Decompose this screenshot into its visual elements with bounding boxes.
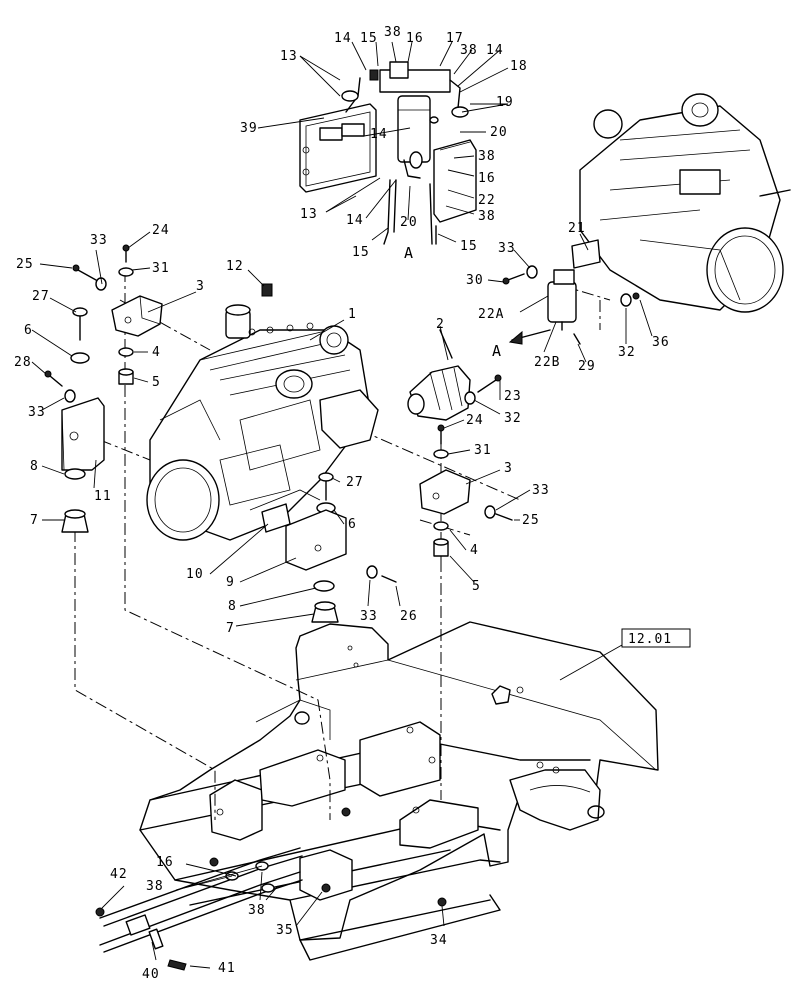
label-40: 40 xyxy=(142,967,160,982)
label-34: 34 xyxy=(430,933,448,948)
frame-nuts xyxy=(95,807,447,917)
label-25: 25 xyxy=(16,257,34,272)
label-32: 32 xyxy=(504,411,522,426)
label-6: 6 xyxy=(348,517,357,532)
label-22: 22 xyxy=(478,193,496,208)
left-mount-bracket xyxy=(44,244,273,533)
fuel-lines xyxy=(99,847,303,971)
label-33: 33 xyxy=(532,483,550,498)
label-13: 13 xyxy=(300,207,318,222)
starter-motor xyxy=(407,329,471,421)
label-14: 14 xyxy=(370,127,388,142)
label-28: 28 xyxy=(14,355,32,370)
label-7: 7 xyxy=(226,621,235,636)
reference-label: 12.01 xyxy=(628,632,672,647)
label-8: 8 xyxy=(30,459,39,474)
label-4: 4 xyxy=(152,345,161,360)
label-29: 29 xyxy=(578,359,596,374)
label-20: 20 xyxy=(400,215,418,230)
chassis-frame xyxy=(139,621,659,961)
label-15: 15 xyxy=(352,245,370,260)
label-22A: 22A xyxy=(478,307,504,322)
leader-lines xyxy=(31,41,653,969)
label-18: 18 xyxy=(510,59,528,74)
label-5: 5 xyxy=(472,579,481,594)
label-16: 16 xyxy=(156,855,174,870)
label-24: 24 xyxy=(466,413,484,428)
label-8: 8 xyxy=(228,599,237,614)
label-14: 14 xyxy=(334,31,352,46)
right-mount-bracket xyxy=(261,374,513,623)
label-31: 31 xyxy=(474,443,492,458)
label-1: 1 xyxy=(348,307,357,322)
label-21: 21 xyxy=(568,221,586,236)
label-5: 5 xyxy=(152,375,161,390)
label-33: 33 xyxy=(360,609,378,624)
label-42: 42 xyxy=(110,867,128,882)
label-41: 41 xyxy=(218,961,236,976)
label-14: 14 xyxy=(346,213,364,228)
engine-main xyxy=(146,304,379,541)
label-15: 15 xyxy=(460,239,478,254)
label-36: 36 xyxy=(652,335,670,350)
label-12: 12 xyxy=(226,259,244,274)
label-16: 16 xyxy=(478,171,496,186)
label-38: 38 xyxy=(146,879,164,894)
label-7: 7 xyxy=(30,513,39,528)
label-23: 23 xyxy=(504,389,522,404)
view-label-a: A xyxy=(492,342,502,360)
label-30: 30 xyxy=(466,273,484,288)
label-25: 25 xyxy=(522,513,540,528)
label-27: 27 xyxy=(32,289,50,304)
view-arrow-a xyxy=(508,329,551,345)
label-9: 9 xyxy=(226,575,235,590)
engine-detail-view xyxy=(502,93,791,345)
label-26: 26 xyxy=(400,609,418,624)
label-33: 33 xyxy=(498,241,516,256)
label-2: 2 xyxy=(436,317,445,332)
label-6: 6 xyxy=(24,323,33,338)
label-31: 31 xyxy=(152,261,170,276)
label-14: 14 xyxy=(486,43,504,58)
label-27: 27 xyxy=(346,475,364,490)
label-32: 32 xyxy=(618,345,636,360)
label-16: 16 xyxy=(406,31,424,46)
view-label-a: A xyxy=(404,244,414,262)
label-38: 38 xyxy=(460,43,478,58)
label-17: 17 xyxy=(446,31,464,46)
label-10: 10 xyxy=(186,567,204,582)
label-22B: 22B xyxy=(534,355,560,370)
label-33: 33 xyxy=(28,405,46,420)
label-19: 19 xyxy=(496,95,514,110)
label-33: 33 xyxy=(90,233,108,248)
fuel-filter-inset xyxy=(299,61,477,245)
label-20: 20 xyxy=(490,125,508,140)
label-4: 4 xyxy=(470,543,479,558)
label-24: 24 xyxy=(152,223,170,238)
label-38: 38 xyxy=(384,25,402,40)
label-13: 13 xyxy=(280,49,298,64)
label-35: 35 xyxy=(276,923,294,938)
label-3: 3 xyxy=(504,461,513,476)
label-39: 39 xyxy=(240,121,258,136)
label-38: 38 xyxy=(248,903,266,918)
label-38: 38 xyxy=(478,149,496,164)
label-11: 11 xyxy=(94,489,112,504)
label-15: 15 xyxy=(360,31,378,46)
reference-box xyxy=(621,628,691,648)
label-3: 3 xyxy=(196,279,205,294)
part-labels: 13 14 15 38 16 17 38 14 18 19 39 14 20 3… xyxy=(14,25,670,982)
label-38: 38 xyxy=(478,209,496,224)
